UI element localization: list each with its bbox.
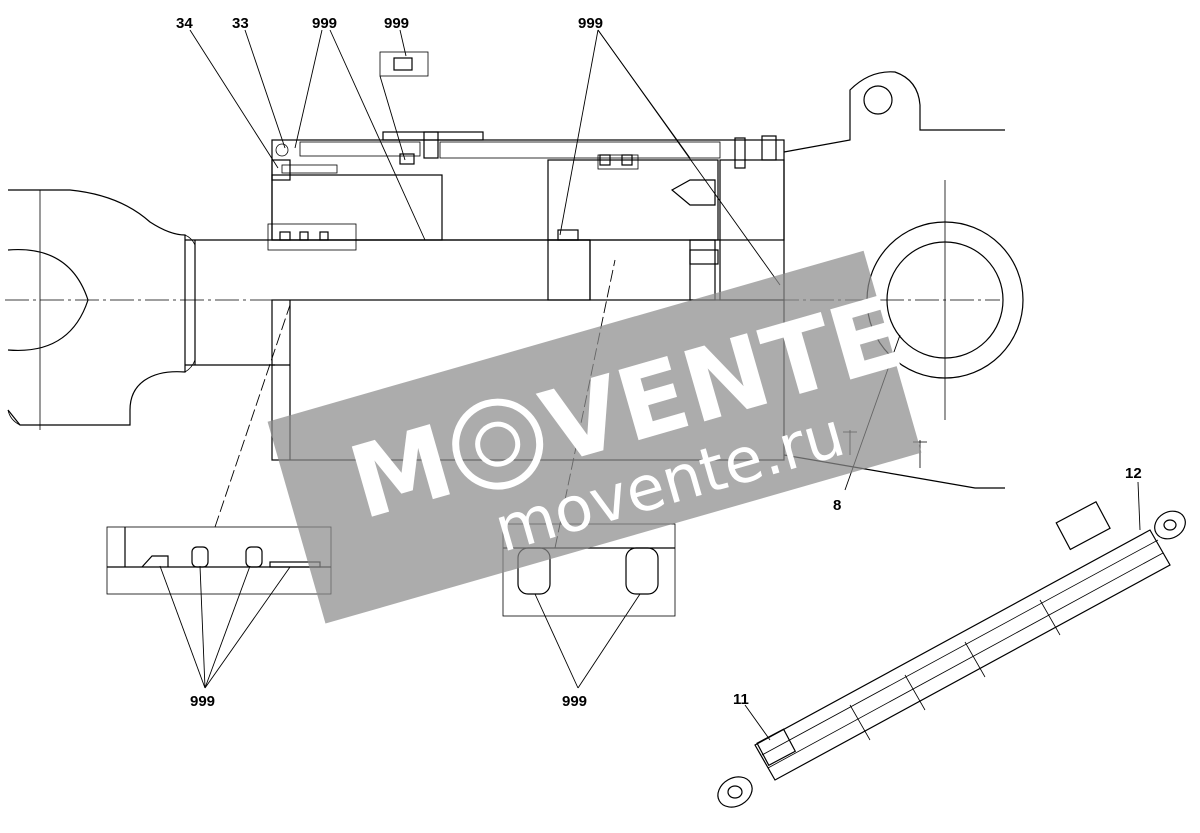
callout-11: 11 [733,691,749,708]
callout-999-top-a: 999 [312,15,337,32]
cylinder-isometric-view [717,500,1186,808]
callout-34: 34 [176,15,193,32]
detail-inset-left [106,526,332,595]
callout-999-top-c: 999 [578,15,603,32]
movente-watermark: M VENTE movente.ru [267,250,922,624]
watermark-logo-icon [452,398,544,490]
gland-section [267,51,785,301]
callout-33: 33 [232,15,249,32]
callout-999-top-b: 999 [384,15,409,32]
callout-labels: 34 33 999 999 999 8 999 999 11 12 [176,15,1142,710]
callout-999-bottom-mid: 999 [562,693,587,710]
callout-12: 12 [1125,465,1142,482]
callout-999-bottom-left: 999 [190,693,215,710]
callout-8: 8 [833,497,841,514]
rod-eye-left [7,189,186,430]
